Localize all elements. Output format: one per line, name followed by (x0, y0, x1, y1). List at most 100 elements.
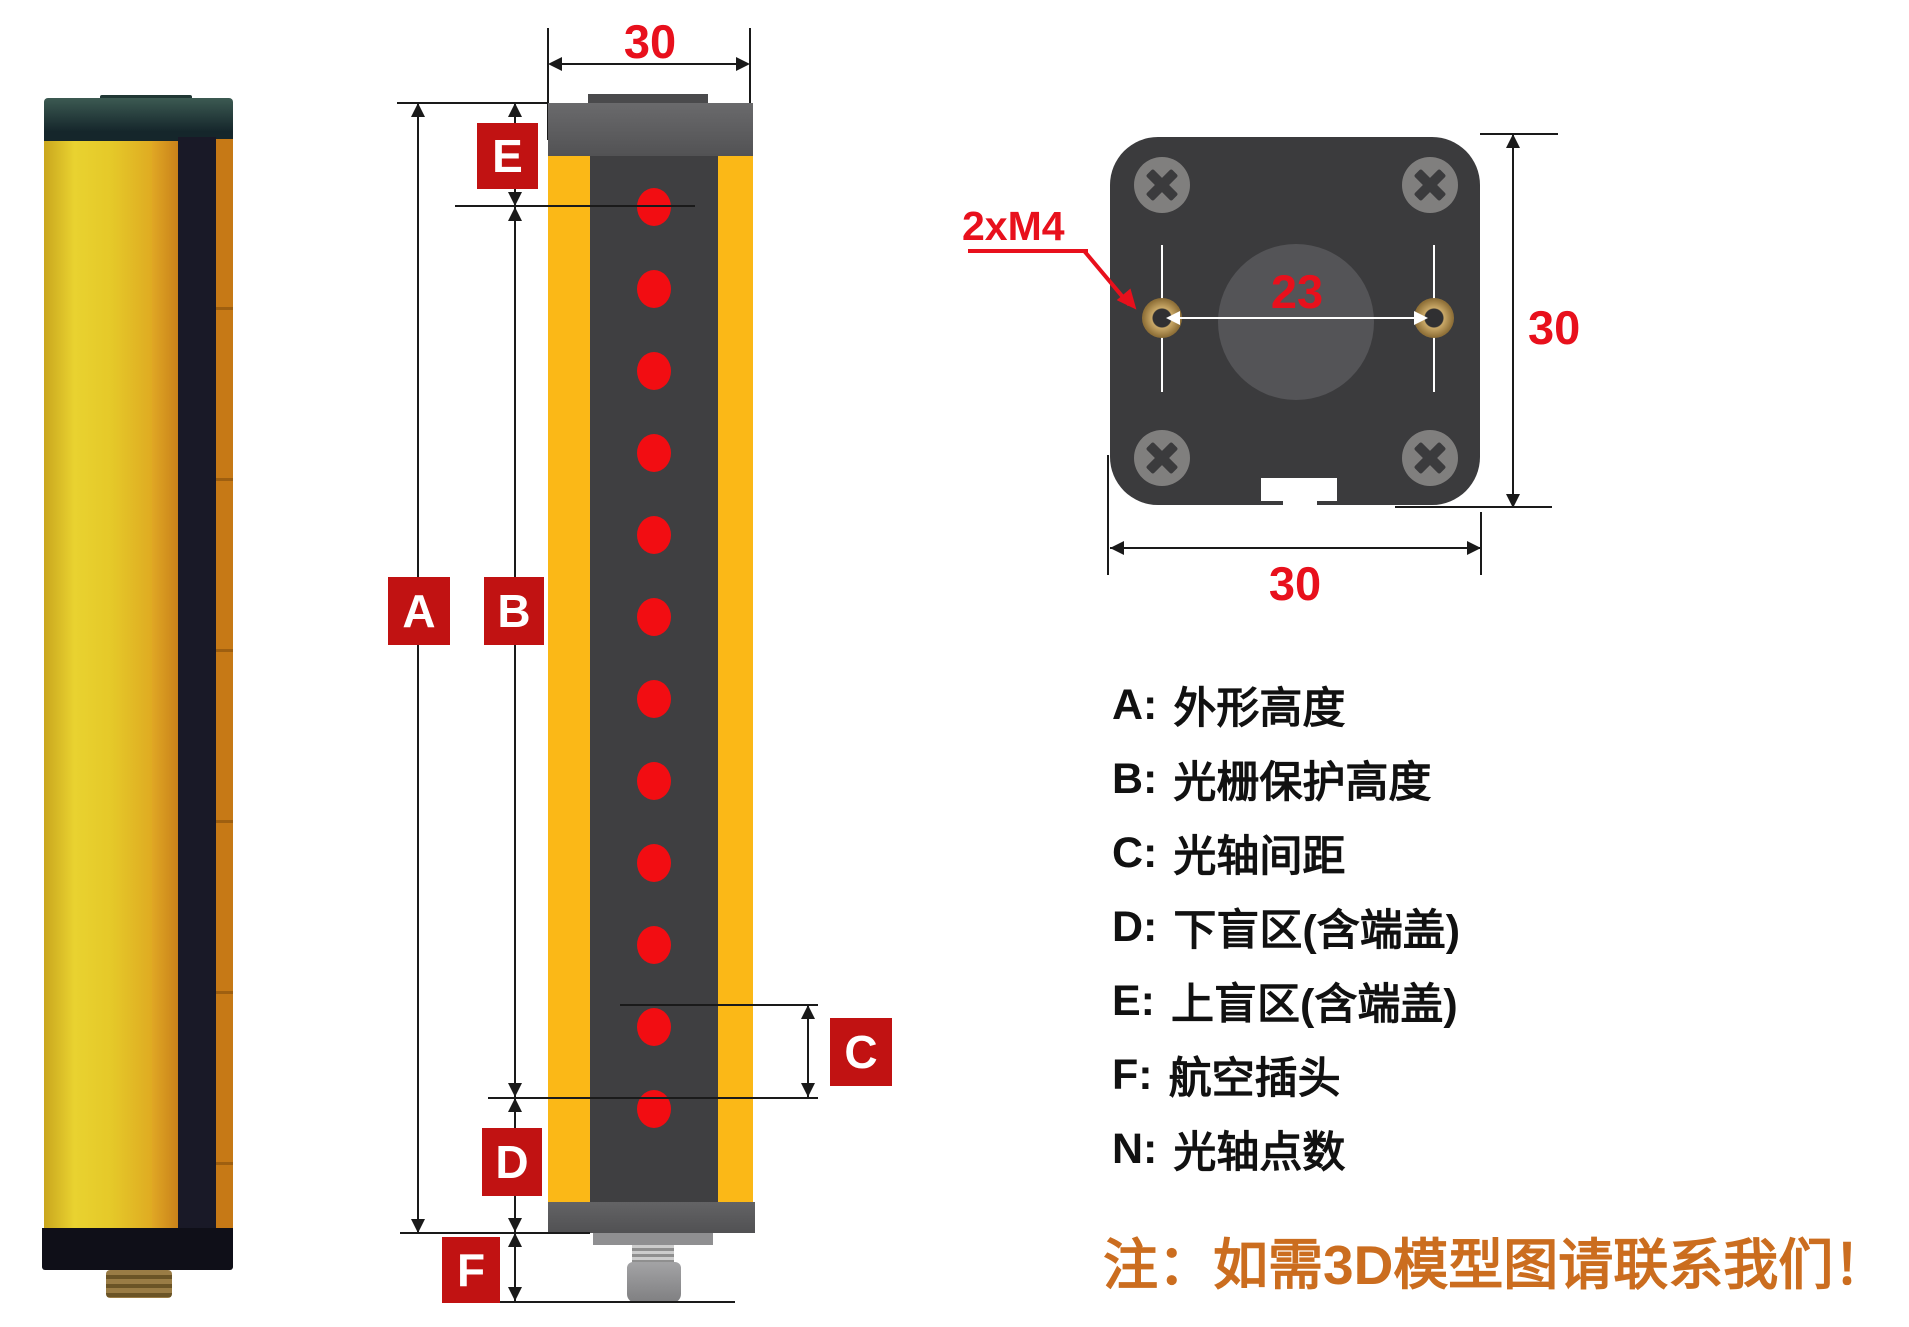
photo-connector (106, 1270, 172, 1298)
hole-spacing-value: 23 (1270, 265, 1324, 318)
arrow-left-icon (1110, 541, 1124, 555)
dim-label-f: F (442, 1237, 500, 1303)
dim-label-a: A (388, 577, 450, 645)
photo-bottom-cap (42, 1228, 233, 1270)
legend-text: 上盲区(含端盖) (1171, 981, 1458, 1029)
legend: A: 外形高度 B: 光栅保护高度 C: 光轴间距 D: 下盲区(含端盖) E: 上盲区(含端盖)… (1112, 668, 1672, 1186)
dim-a-line (417, 103, 419, 1233)
screw-top-left-icon (1134, 157, 1190, 213)
screw-callout-label: 2xM4 (962, 203, 1065, 249)
arrow-down-icon (508, 192, 522, 206)
legend-row: E: 上盲区(含端盖) (1112, 964, 1672, 1038)
arrow-left-icon (548, 57, 562, 71)
beam-dot (637, 352, 671, 390)
top-width-dim-line (556, 63, 746, 65)
top-width-ext-left (547, 28, 549, 140)
dim-c-line-bottom (488, 1097, 818, 1099)
screw-bottom-right-icon (1402, 430, 1458, 486)
dim-c-line-top (620, 1004, 818, 1006)
dim-30b-line (1110, 547, 1481, 549)
first-beam-ext-line (455, 205, 695, 207)
dim-label-b: B (484, 577, 544, 645)
dim-top-ext-line (397, 102, 548, 104)
arrow-up-icon (508, 207, 522, 221)
legend-row: C: 光轴间距 (1112, 816, 1672, 890)
legend-text: 下盲区(含端盖) (1173, 907, 1461, 955)
arrow-down-icon (508, 1287, 522, 1301)
legend-text: 光轴点数 (1173, 1129, 1346, 1177)
plug-bottom-line (498, 1301, 735, 1303)
dim-30b-ext-right (1480, 512, 1482, 575)
leader-2xm4-horizontal (968, 249, 1088, 253)
arrow-down-icon (508, 1083, 522, 1097)
dim-f-line (514, 1233, 516, 1302)
dim-30b-ext-left (1107, 455, 1109, 575)
photo-top-cap (44, 98, 233, 143)
beam-dot (637, 680, 671, 718)
top-width-value: 30 (623, 15, 677, 68)
legend-row: F: 航空插头 (1112, 1038, 1672, 1112)
screw-top-right-icon (1402, 157, 1458, 213)
arrow-up-icon (508, 1233, 522, 1247)
arrow-down-icon (801, 1083, 815, 1097)
connector-plate (593, 1233, 713, 1245)
arrow-up-icon (508, 1098, 522, 1112)
arrow-up-icon (411, 103, 425, 117)
beam-dot (637, 762, 671, 800)
top-cap (548, 103, 753, 156)
arrow-down-icon (508, 1218, 522, 1232)
dim-30r-ext-bottom (1395, 506, 1552, 508)
side-height-value: 30 (1528, 301, 1581, 354)
top-cap-tab (588, 94, 708, 105)
beam-dot (637, 1090, 671, 1128)
dim-c-vline (807, 1005, 809, 1098)
arrow-down-icon (411, 1219, 425, 1233)
legend-key: N: (1112, 1124, 1158, 1173)
legend-key: D: (1112, 902, 1158, 951)
legend-text: 光轴间距 (1173, 833, 1346, 881)
bottom-cap (548, 1202, 755, 1233)
screw-bottom-left-icon (1134, 430, 1190, 486)
top-width-ext-right (749, 28, 751, 140)
arrow-right-icon (1467, 541, 1481, 555)
beam-dot (637, 270, 671, 308)
legend-text: 外形高度 (1173, 685, 1346, 733)
photo-edge-strip (216, 139, 233, 1232)
dim-30r-line (1512, 134, 1514, 508)
baseline (400, 1232, 590, 1234)
arrow-up-icon (508, 103, 522, 117)
legend-key: A: (1112, 680, 1158, 729)
legend-key: C: (1112, 828, 1158, 877)
legend-text: 航空插头 (1168, 1055, 1341, 1103)
arrow-right-icon (736, 57, 750, 71)
photo-front-bevel (152, 141, 178, 1230)
dim-label-e: E (477, 123, 538, 189)
legend-row: N: 光轴点数 (1112, 1112, 1672, 1186)
legend-row: B: 光栅保护高度 (1112, 742, 1672, 816)
beam-dot (637, 1008, 671, 1046)
legend-row: D: 下盲区(含端盖) (1112, 890, 1672, 964)
connector-plug (627, 1262, 681, 1303)
photo-side-face (178, 137, 216, 1234)
connector-thread (632, 1245, 674, 1263)
product-photo (40, 95, 240, 1305)
din-notch-slot (1283, 499, 1317, 508)
beam-dot (637, 516, 671, 554)
dim-label-d: D (482, 1128, 542, 1196)
arrow-right-icon (1414, 311, 1428, 325)
legend-key: B: (1112, 754, 1158, 803)
beam-dot (637, 926, 671, 964)
legend-key: E: (1112, 976, 1155, 1025)
legend-row: A: 外形高度 (1112, 668, 1672, 742)
footnote: 注：如需3D模型图请联系我们！ (1103, 1234, 1889, 1296)
din-notch-wide (1261, 478, 1337, 501)
bottom-width-value: 30 (1268, 557, 1322, 610)
legend-text: 光栅保护高度 (1173, 759, 1432, 807)
legend-key: F: (1112, 1050, 1153, 1099)
dim-23-line (1180, 317, 1414, 319)
beam-dot (637, 844, 671, 882)
arrow-left-icon (1166, 311, 1180, 325)
lens-circle (1218, 244, 1374, 400)
beam-dot (637, 434, 671, 472)
